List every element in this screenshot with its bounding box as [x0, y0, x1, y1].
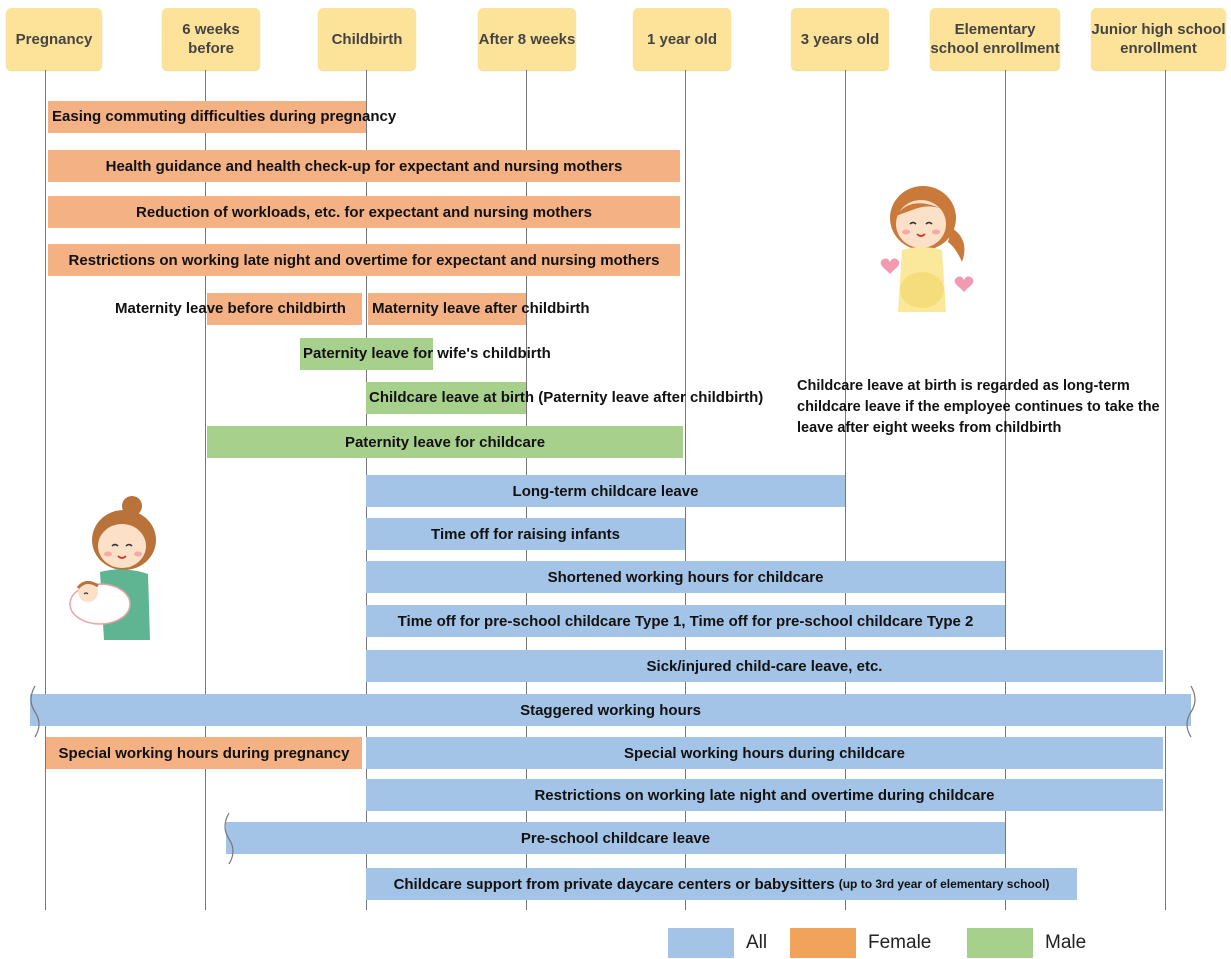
header-3-years-old: 3 years old	[791, 8, 889, 70]
legend-label-female: Female	[868, 932, 932, 953]
bar-time-off-infants: Time off for raising infants	[366, 518, 685, 550]
bar-special-hours-childcare: Special working hours during childcare	[366, 737, 1163, 769]
bar-paternity-childcare: Paternity leave for childcare	[207, 426, 683, 458]
bar-maternity-before	[207, 293, 362, 325]
timeline-line-junior-high	[1165, 70, 1166, 910]
header-elementary-school: Elementary school enrollment	[930, 8, 1060, 70]
legend-item-male: Male	[967, 928, 1086, 958]
timeline-line-elementary	[1005, 70, 1006, 910]
bar-reduction-workloads: Reduction of workloads, etc. for expecta…	[48, 196, 680, 228]
timeline-line-6-weeks-before	[205, 70, 206, 910]
bar-childcare-at-birth	[366, 382, 526, 414]
timeline-line-pregnancy	[45, 70, 46, 910]
legend-swatch-male	[967, 928, 1033, 958]
legend-swatch-all	[668, 928, 734, 958]
legend-item-all: All	[668, 928, 767, 958]
legend-swatch-female	[790, 928, 856, 958]
header-6-weeks-before: 6 weeks before	[162, 8, 260, 70]
header-pregnancy: Pregnancy	[6, 8, 102, 70]
bar-health-guidance: Health guidance and health check-up for …	[48, 150, 680, 182]
bar-shortened-hours: Shortened working hours for childcare	[366, 561, 1005, 593]
annotation-childcare-at-birth: Childcare leave at birth is regarded as …	[797, 378, 1160, 436]
bar-staggered-hours: Staggered working hours	[30, 694, 1191, 726]
legend-label-all: All	[746, 932, 768, 953]
bar-preschool-time-off: Time off for pre-school childcare Type 1…	[366, 605, 1005, 637]
legend-label-male: Male	[1045, 932, 1087, 953]
label-paternity-wife-childbirth: Paternity leave for wife's childbirth	[303, 345, 551, 362]
bar-special-hours-pregnancy: Special working hours during pregnancy	[46, 737, 362, 769]
bar-long-term-childcare: Long-term childcare leave	[366, 475, 845, 507]
header-1-year-old: 1 year old	[633, 8, 731, 70]
label-easing-commuting: Easing commuting difficulties during pre…	[52, 108, 397, 125]
header-junior-high-school: Junior high school enrollment	[1091, 8, 1226, 70]
label-maternity-before: Maternity leave before childbirth	[115, 300, 346, 317]
bar-sick-child-leave: Sick/injured child-care leave, etc.	[366, 650, 1163, 682]
bar-easing-commuting	[48, 101, 366, 133]
header-childbirth: Childbirth	[318, 8, 416, 70]
bar-restrictions-childcare: Restrictions on working late night and o…	[366, 779, 1163, 811]
bar-restrictions-mothers: Restrictions on working late night and o…	[48, 244, 680, 276]
bar-preschool-leave: Pre-school childcare leave	[226, 822, 1005, 854]
label-childcare-at-birth: Childcare leave at birth (Paternity leav…	[369, 389, 764, 406]
bar-paternity-wife-childbirth	[300, 338, 433, 370]
label-childcare-support: Childcare support from private daycare c…	[393, 875, 835, 893]
label-childcare-support-note: (up to 3rd year of elementary school)	[838, 877, 1050, 891]
header-after-8-weeks: After 8 weeks	[478, 8, 576, 70]
bar-maternity-after	[368, 293, 526, 325]
mother-with-baby-illustration	[69, 496, 156, 640]
label-maternity-after: Maternity leave after childbirth	[372, 300, 590, 317]
legend-item-female: Female	[790, 928, 931, 958]
timeline-line-3-years-old	[845, 70, 846, 910]
bar-childcare-support: Childcare support from private daycare c…	[366, 868, 1077, 900]
expectant-mother-illustration	[880, 186, 974, 312]
